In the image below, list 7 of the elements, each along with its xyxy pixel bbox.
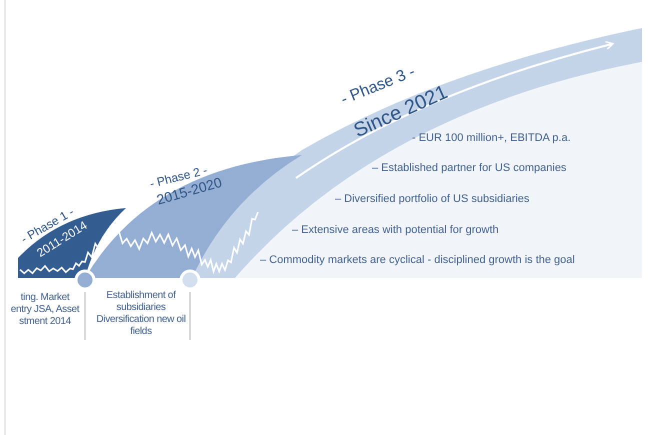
milestone-note: ting. Market entry JSA, Asset stment 2014 [10, 292, 80, 328]
bullet-text: – Extensive areas with potential for growth [292, 224, 499, 238]
bullet-text: – Diversified portfolio of US subsidiaries [335, 193, 530, 206]
bullet-text: – Commodity markets are cyclical - disciplined growth is the goal [260, 254, 575, 268]
bullet-text: – Established partner for US companies [372, 162, 566, 176]
milestone-note: Establishment of subsidiaries Diversification new oil fields [96, 290, 186, 338]
bullet-text: - EUR 100 million+, EBITDA p.a. [412, 132, 571, 146]
